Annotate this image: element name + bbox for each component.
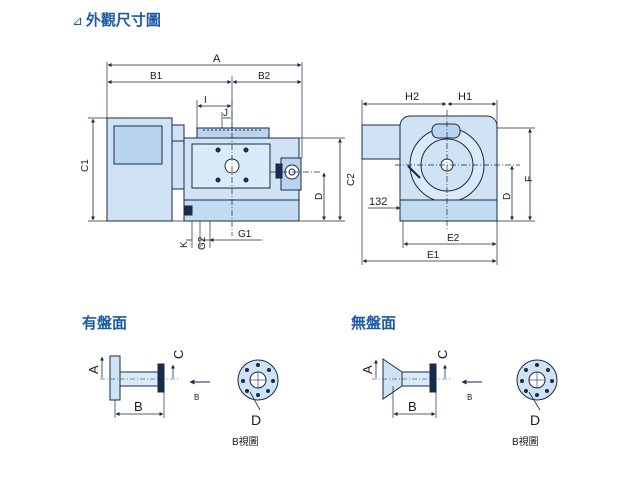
flange-bolt-hole <box>245 389 249 393</box>
flange-bolt-hole <box>267 368 271 372</box>
noflange-bolt-hole <box>535 393 539 397</box>
flange-dim-D-leader <box>249 391 261 411</box>
flange-dim-A-label: A <box>86 365 101 374</box>
front-bolt-hole <box>243 147 249 153</box>
flange-bolt-hole <box>271 379 275 383</box>
dim-G1-label: G1 <box>238 229 252 240</box>
noflange-bolt-hole <box>545 389 549 393</box>
noflange-bolt-hole <box>546 368 550 372</box>
flange-nose <box>157 363 165 393</box>
dim-E2-label: E2 <box>447 233 460 244</box>
noflange-dim-A-label: A <box>360 365 375 374</box>
dim-D-side-label: D <box>502 193 513 200</box>
front-view <box>88 62 345 248</box>
flange-dim-D-label: D <box>251 412 261 428</box>
dim-G2-label: G2 <box>197 236 208 250</box>
dim-D-label: D <box>314 193 325 200</box>
dim-K-label: K <box>179 241 190 248</box>
front-bolt-hole <box>243 177 249 183</box>
noflange-bolt-hole <box>535 363 539 367</box>
dim-J-label: J <box>223 108 228 119</box>
noflange-bolt-hole <box>524 368 528 372</box>
page-title-text: 外觀尺寸圖 <box>85 12 161 29</box>
dim-A-label: A <box>213 53 221 65</box>
flange-dim-B-label: B <box>134 399 143 414</box>
page-title: ⊿外觀尺寸圖 <box>72 9 161 30</box>
front-bolt-hole <box>215 147 221 153</box>
flange-bolt-holes <box>241 363 275 397</box>
dim-H1-label: H1 <box>458 91 472 103</box>
noflange-bolt-holes <box>520 363 554 397</box>
flange-section-title: 有盤面 <box>82 315 128 332</box>
noflange-view-arrow-label: B <box>467 393 472 402</box>
noflange-b-view-caption: B視圖 <box>512 435 539 448</box>
side-motor <box>361 124 401 160</box>
dim-B2-label: B2 <box>258 71 271 82</box>
front-bolt-hole <box>215 177 221 183</box>
side-view <box>361 100 535 265</box>
flange-bolt-hole <box>256 363 260 367</box>
flange-bolt-hole <box>241 379 245 383</box>
no-flange-section-title: 無盤面 <box>351 315 397 332</box>
dim-E1-label: E1 <box>427 250 440 261</box>
noflange-bolt-hole <box>524 389 528 393</box>
noflange-bolt-hole <box>550 379 554 383</box>
noflange-dim-D-leader <box>528 391 541 411</box>
title-mark-icon: ⊿ <box>72 13 83 28</box>
front-motor-neck <box>171 140 185 190</box>
dim-F-label: F <box>524 176 535 182</box>
flange-bolt-hole <box>245 368 249 372</box>
flange-detail <box>100 355 279 418</box>
front-motor-coupler <box>171 124 185 142</box>
no-flange-detail <box>372 358 558 418</box>
flange-b-view-caption: B視圖 <box>232 435 259 448</box>
flange-view-arrow-label: B <box>194 393 199 402</box>
front-top-plate <box>196 127 270 139</box>
flange-dim-C-label: C <box>171 350 186 359</box>
dim-C1-label: C1 <box>80 159 91 172</box>
dim-H2-label: H2 <box>405 91 419 103</box>
flange-bolt-hole <box>266 389 270 393</box>
noflange-dim-D-label: D <box>530 412 540 428</box>
dim-B1-label: B1 <box>150 71 163 82</box>
noflange-dim-B-label: B <box>408 399 417 414</box>
dim-C2-label: C2 <box>346 173 357 186</box>
noflange-dim-C-label: C <box>435 350 450 359</box>
noflange-nose <box>429 363 437 393</box>
flange-bolt-hole <box>256 393 260 397</box>
dim-I-label: I <box>204 95 207 106</box>
front-clamp-handle <box>275 163 283 179</box>
front-base <box>183 199 300 222</box>
flange-disc <box>109 355 121 401</box>
noflange-bolt-hole <box>520 379 524 383</box>
side-top-cap <box>431 123 461 139</box>
side-base <box>399 199 498 222</box>
side-clamp-arm <box>407 165 421 179</box>
front-motor-panel <box>113 125 163 165</box>
dim-132-label: 132 <box>369 196 387 208</box>
front-key-slot <box>183 205 193 216</box>
